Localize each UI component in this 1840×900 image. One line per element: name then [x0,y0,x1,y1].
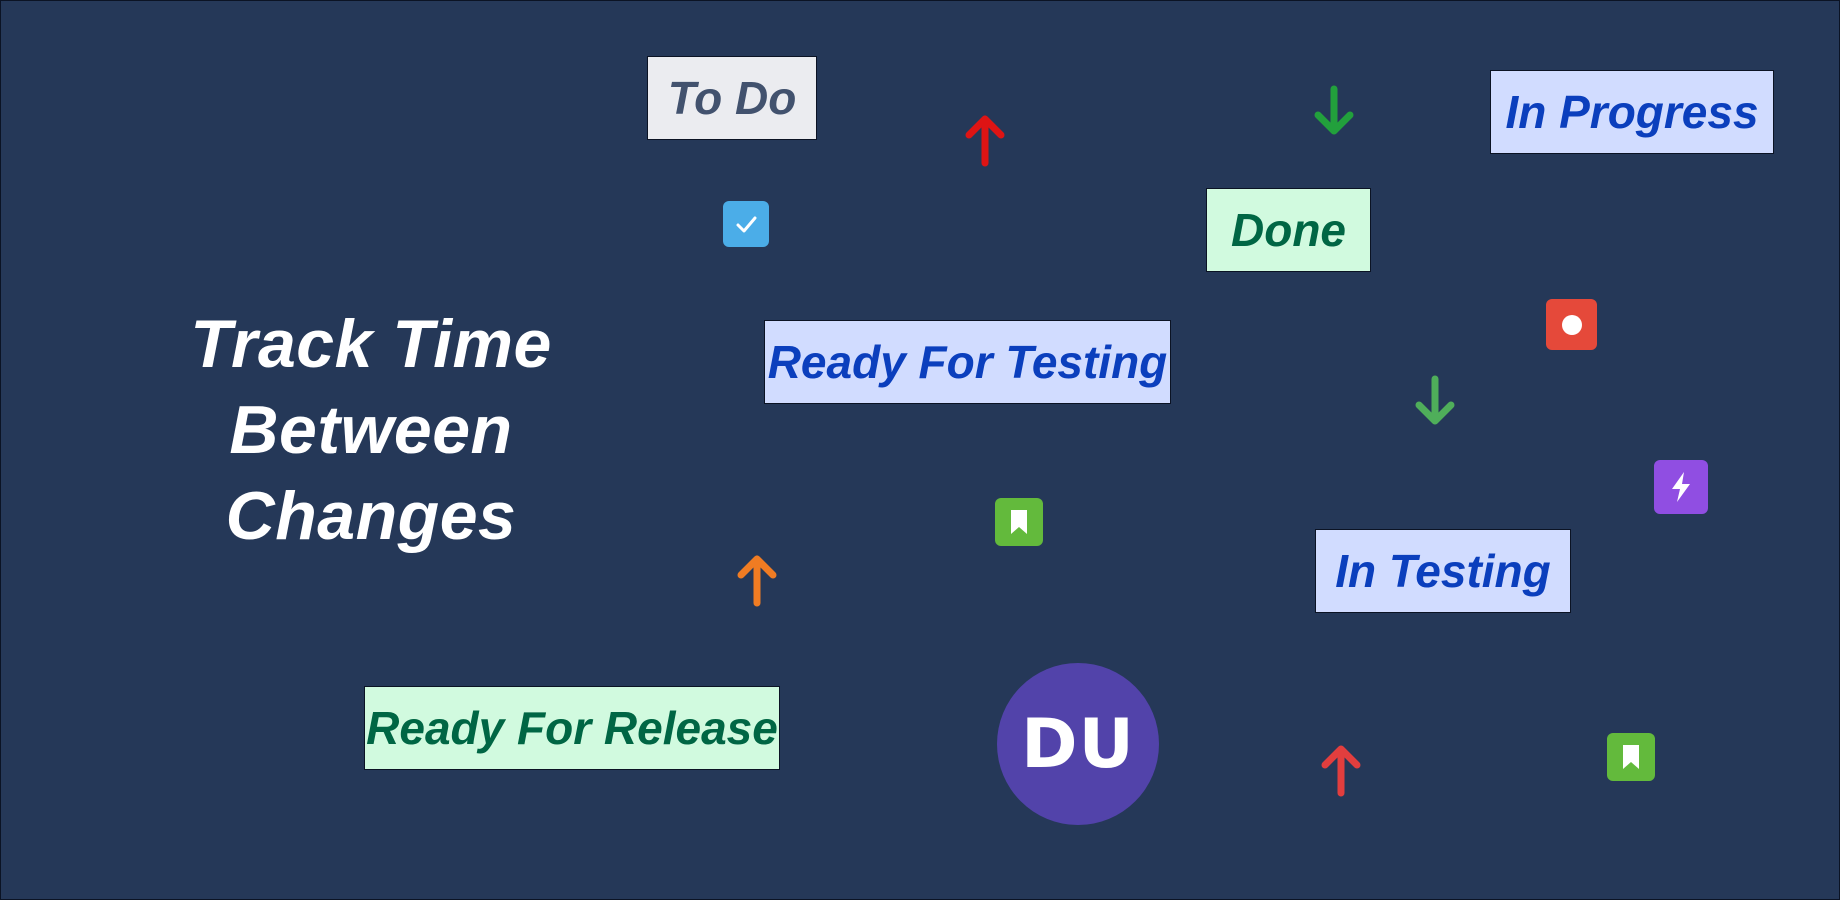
epic-lightning-icon [1654,460,1708,514]
task-checkbox-icon [723,201,769,247]
avatar: DU [997,663,1159,825]
arrow-up-icon [963,111,1007,167]
arrow-down-icon [1413,375,1457,431]
headline: Track Time Between Changes [101,301,641,559]
headline-line-1: Track Time [190,306,552,382]
story-bookmark-icon [995,498,1043,546]
arrow-up-icon [1319,741,1363,797]
status-in-progress: In Progress [1490,70,1774,154]
headline-line-2: Between Changes [225,392,517,554]
status-todo: To Do [647,56,817,140]
bug-icon [1546,299,1597,350]
status-ready-for-release: Ready For Release [364,686,780,770]
status-ready-for-testing: Ready For Testing [764,320,1171,404]
arrow-down-icon [1312,85,1356,141]
status-done: Done [1206,188,1371,272]
arrow-up-icon [735,551,779,607]
status-in-testing: In Testing [1315,529,1571,613]
avatar-initials: DU [1021,704,1135,784]
story-bookmark-icon [1607,733,1655,781]
